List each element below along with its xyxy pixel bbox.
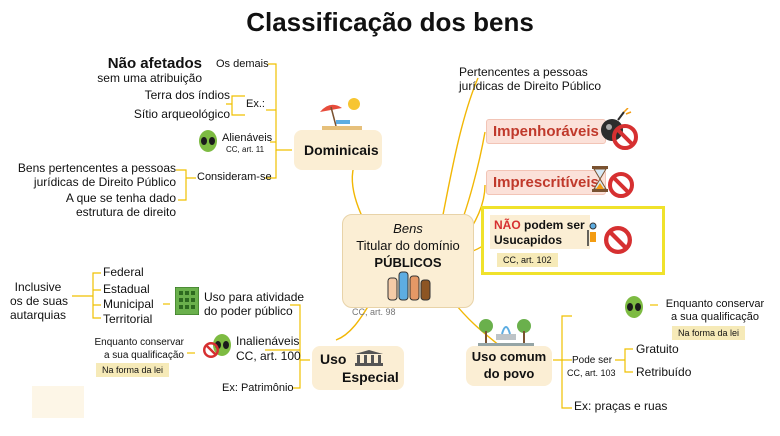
person-with-flag-icon (584, 222, 604, 253)
center-titular: Titular do domínio (356, 238, 460, 253)
beach-icon (318, 96, 366, 137)
enquanto-comum-2: a sua qualificação (670, 311, 760, 323)
hourglass-icon (592, 166, 608, 197)
inclusive-1: Inclusive (14, 280, 62, 294)
alienaveis-text: Alienáveis (222, 132, 273, 144)
uso-comum-label-2: do povo (483, 366, 535, 381)
inclusive-3: autarquias (9, 308, 67, 322)
pertencentes-dom-1: Bens pertencentes a pessoas (17, 161, 176, 175)
forma-lei-esp: Na forma da lei (96, 363, 170, 377)
estrutura-2: estrutura de direito (75, 205, 176, 219)
exemplo-esp: Ex: Patrimônio (222, 382, 294, 394)
enquanto-esp-2: a sua qualificação (103, 350, 184, 361)
os-demais-text: Os demais (216, 58, 269, 70)
center-bens: Bens (393, 221, 423, 236)
center-ref: CC, art. 98 (352, 307, 396, 317)
no-sign-icon (203, 342, 219, 363)
terra-text: Terra dos índios (144, 88, 230, 102)
pertencentes-dom-2: jurídicas de Direito Público (33, 175, 176, 189)
alien-icon (198, 130, 218, 159)
usucapidos-line1: NÃO podem ser (494, 218, 585, 233)
usucapidos-node (490, 215, 590, 249)
gratuito-text: Gratuito (636, 342, 679, 356)
no-sign-icon (608, 172, 634, 203)
ex-label: Ex.: (246, 98, 265, 110)
hands-icon (384, 270, 434, 309)
usucapidos-line2: Usucapidos (494, 233, 563, 247)
inalienaveis-text: Inalienáveis (236, 334, 300, 348)
alienaveis-ref: CC, art. 11 (226, 145, 265, 154)
no-sign-icon (604, 226, 632, 259)
building-icon (174, 286, 200, 320)
enquanto-comum-1: Enquanto conservar (665, 298, 765, 310)
atividade-2: do poder público (204, 304, 293, 318)
center-publicos: PÚBLICOS (374, 255, 442, 270)
placeholder-box (32, 386, 84, 418)
bomb-icon (598, 107, 638, 153)
dominicais-node: Dominicais (294, 130, 382, 170)
sem-atribuicao-text: sem uma atribuição (97, 71, 202, 85)
esfera-federal: Federal (103, 265, 144, 279)
page-title: Classificação dos bens (246, 7, 534, 37)
alien-icon (624, 296, 644, 325)
retribuido-text: Retribuído (636, 365, 692, 379)
consideram-text: Consideram-se (197, 171, 272, 183)
pode-ser-text: Pode ser (572, 355, 613, 366)
atividade-1: Uso para atividade (204, 290, 305, 304)
podem-ser-text: podem ser (520, 218, 585, 232)
no-sign-icon (612, 124, 638, 155)
esfera-territorial: Territorial (103, 312, 153, 326)
enquanto-esp-1: Enquanto conservar (94, 337, 184, 348)
impenhoraveis-pill: Impenhoráveis (486, 119, 606, 144)
nao-text: NÃO (494, 218, 521, 232)
uso-comum-label-1: Uso comum (471, 349, 547, 364)
exemplo-comum: Ex: praças e ruas (574, 399, 668, 413)
uso-especial-label-2: Especial (342, 369, 399, 385)
inalienaveis-ref: CC, art. 100 (236, 349, 301, 363)
pertencentes-right-1: Pertencentes a pessoas (459, 65, 588, 79)
pode-ser-ref: CC, art. 103 (567, 368, 616, 378)
usucapidos-ref: CC, art. 102 (497, 253, 558, 267)
pertencentes-right-2: jurídicas de Direito Público (459, 79, 602, 93)
imprescritiveis-pill: Imprescritíveis (486, 170, 606, 195)
uso-comum-node: Uso comum do povo (466, 346, 552, 386)
columns-icon (354, 350, 384, 371)
forma-lei-comum: Na forma da lei (672, 326, 746, 340)
sitio-text: Sítio arqueológico (133, 107, 230, 121)
inclusive-2: os de suas (9, 294, 69, 308)
uso-especial-label-1: Uso (320, 351, 347, 367)
esfera-estadual: Estadual (103, 282, 150, 296)
esfera-municipal: Municipal (103, 297, 154, 311)
nao-afetados-text: Não afetados (107, 55, 202, 72)
park-icon (478, 316, 534, 351)
dominicais-label: Dominicais (304, 142, 379, 158)
estrutura-1: A que se tenha dado (65, 191, 176, 205)
